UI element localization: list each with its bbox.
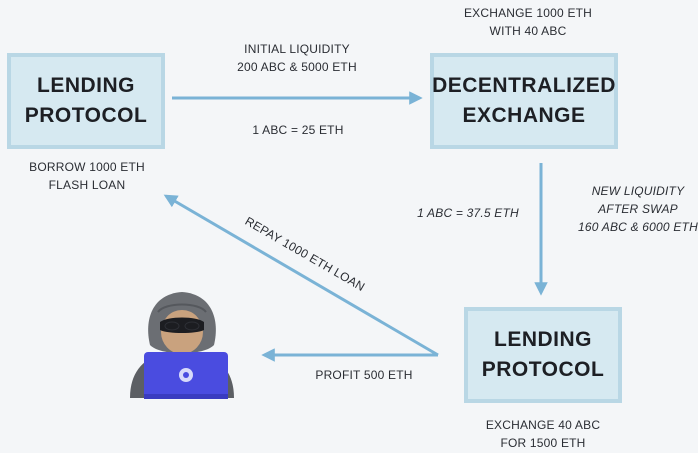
borrow-label: BORROW 1000 ETH FLASH LOAN bbox=[29, 160, 145, 192]
lending-bottom-line1: LENDING bbox=[494, 328, 592, 351]
new-liquidity-label: NEW LIQUIDITY AFTER SWAP 160 ABC & 6000 … bbox=[578, 184, 698, 234]
rate-initial-label: 1 ABC = 25 ETH bbox=[252, 123, 344, 137]
exchange-top-label: EXCHANGE 1000 ETH WITH 40 ABC bbox=[463, 6, 593, 38]
exchange-bottom-label: EXCHANGE 40 ABC FOR 1500 ETH bbox=[485, 418, 601, 450]
dex-line1: DECENTRALIZED bbox=[432, 74, 616, 97]
lending-top-line1: LENDING bbox=[37, 74, 135, 97]
decentralized-exchange-box: DECENTRALIZED EXCHANGE bbox=[430, 53, 618, 149]
arrow-repay-loan bbox=[163, 194, 439, 357]
lending-protocol-bottom-box: LENDING PROTOCOL bbox=[464, 307, 622, 403]
rate-new-label: 1 ABC = 37.5 ETH bbox=[417, 206, 519, 220]
lending-protocol-top-box: LENDING PROTOCOL bbox=[7, 53, 165, 149]
lending-top-line2: PROTOCOL bbox=[24, 104, 148, 127]
initial-liquidity-label: INITIAL LIQUIDITY 200 ABC & 5000 ETH bbox=[237, 42, 357, 74]
lending-bottom-line2: PROTOCOL bbox=[481, 358, 605, 381]
hacker-icon bbox=[130, 292, 234, 399]
profit-label: PROFIT 500 ETH bbox=[315, 368, 413, 382]
dex-line2: EXCHANGE bbox=[462, 104, 586, 127]
